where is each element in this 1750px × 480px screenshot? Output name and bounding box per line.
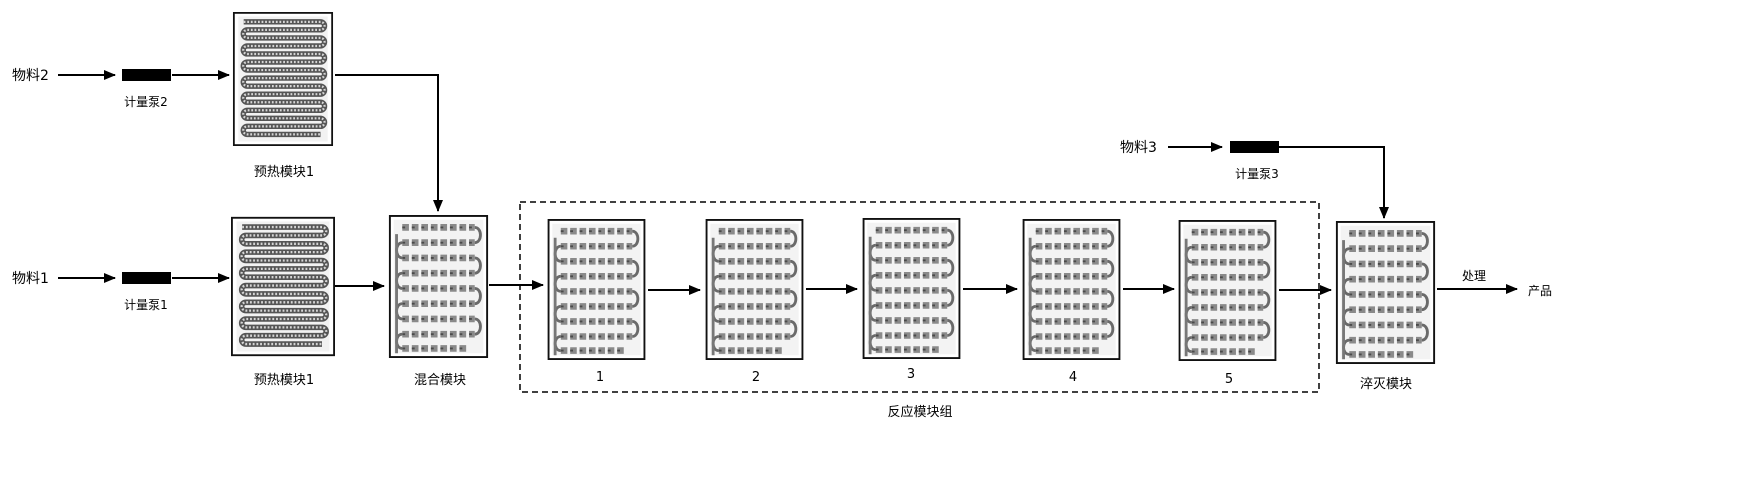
reactor-3-label: 3 bbox=[907, 367, 915, 382]
pump1-label: 计量泵1 bbox=[124, 298, 168, 312]
reactor-5-label: 5 bbox=[1225, 372, 1233, 387]
quench-label: 淬灭模块 bbox=[1360, 377, 1412, 392]
reaction-group-label: 反应模块组 bbox=[887, 404, 952, 420]
reactor-3 bbox=[864, 219, 960, 358]
preheat-module-bottom bbox=[232, 218, 334, 355]
reaction-group-box bbox=[519, 201, 1320, 393]
reactor-4 bbox=[1024, 220, 1120, 359]
reactor-2-label: 2 bbox=[752, 370, 760, 385]
mix-label: 混合模块 bbox=[414, 373, 466, 388]
preheat-bottom-label: 预热模块1 bbox=[254, 373, 314, 388]
reactor-1 bbox=[549, 220, 645, 359]
reactor-2 bbox=[707, 220, 803, 359]
pump2 bbox=[122, 69, 171, 81]
pump3 bbox=[1230, 141, 1279, 153]
mix-module bbox=[390, 216, 487, 357]
pump3-label: 计量泵3 bbox=[1235, 167, 1279, 181]
material3-label: 物料3 bbox=[1120, 140, 1157, 156]
arrow-pump3-to-quench bbox=[1279, 146, 1389, 219]
pump1 bbox=[122, 272, 171, 284]
material1-label: 物料1 bbox=[12, 271, 49, 287]
preheat-top-label: 预热模块1 bbox=[254, 165, 314, 180]
reactor-1-label: 1 bbox=[596, 370, 604, 385]
product-label: 产品 bbox=[1528, 284, 1552, 298]
quench-module bbox=[1337, 222, 1434, 363]
material2-label: 物料2 bbox=[12, 68, 49, 84]
process-label: 处理 bbox=[1462, 269, 1486, 283]
reactor-5 bbox=[1180, 221, 1276, 360]
preheat-module-top bbox=[234, 13, 332, 145]
pump2-label: 计量泵2 bbox=[124, 95, 168, 109]
arrow-preheat-top-to-mix bbox=[335, 74, 443, 212]
reactor-4-label: 4 bbox=[1069, 370, 1077, 385]
